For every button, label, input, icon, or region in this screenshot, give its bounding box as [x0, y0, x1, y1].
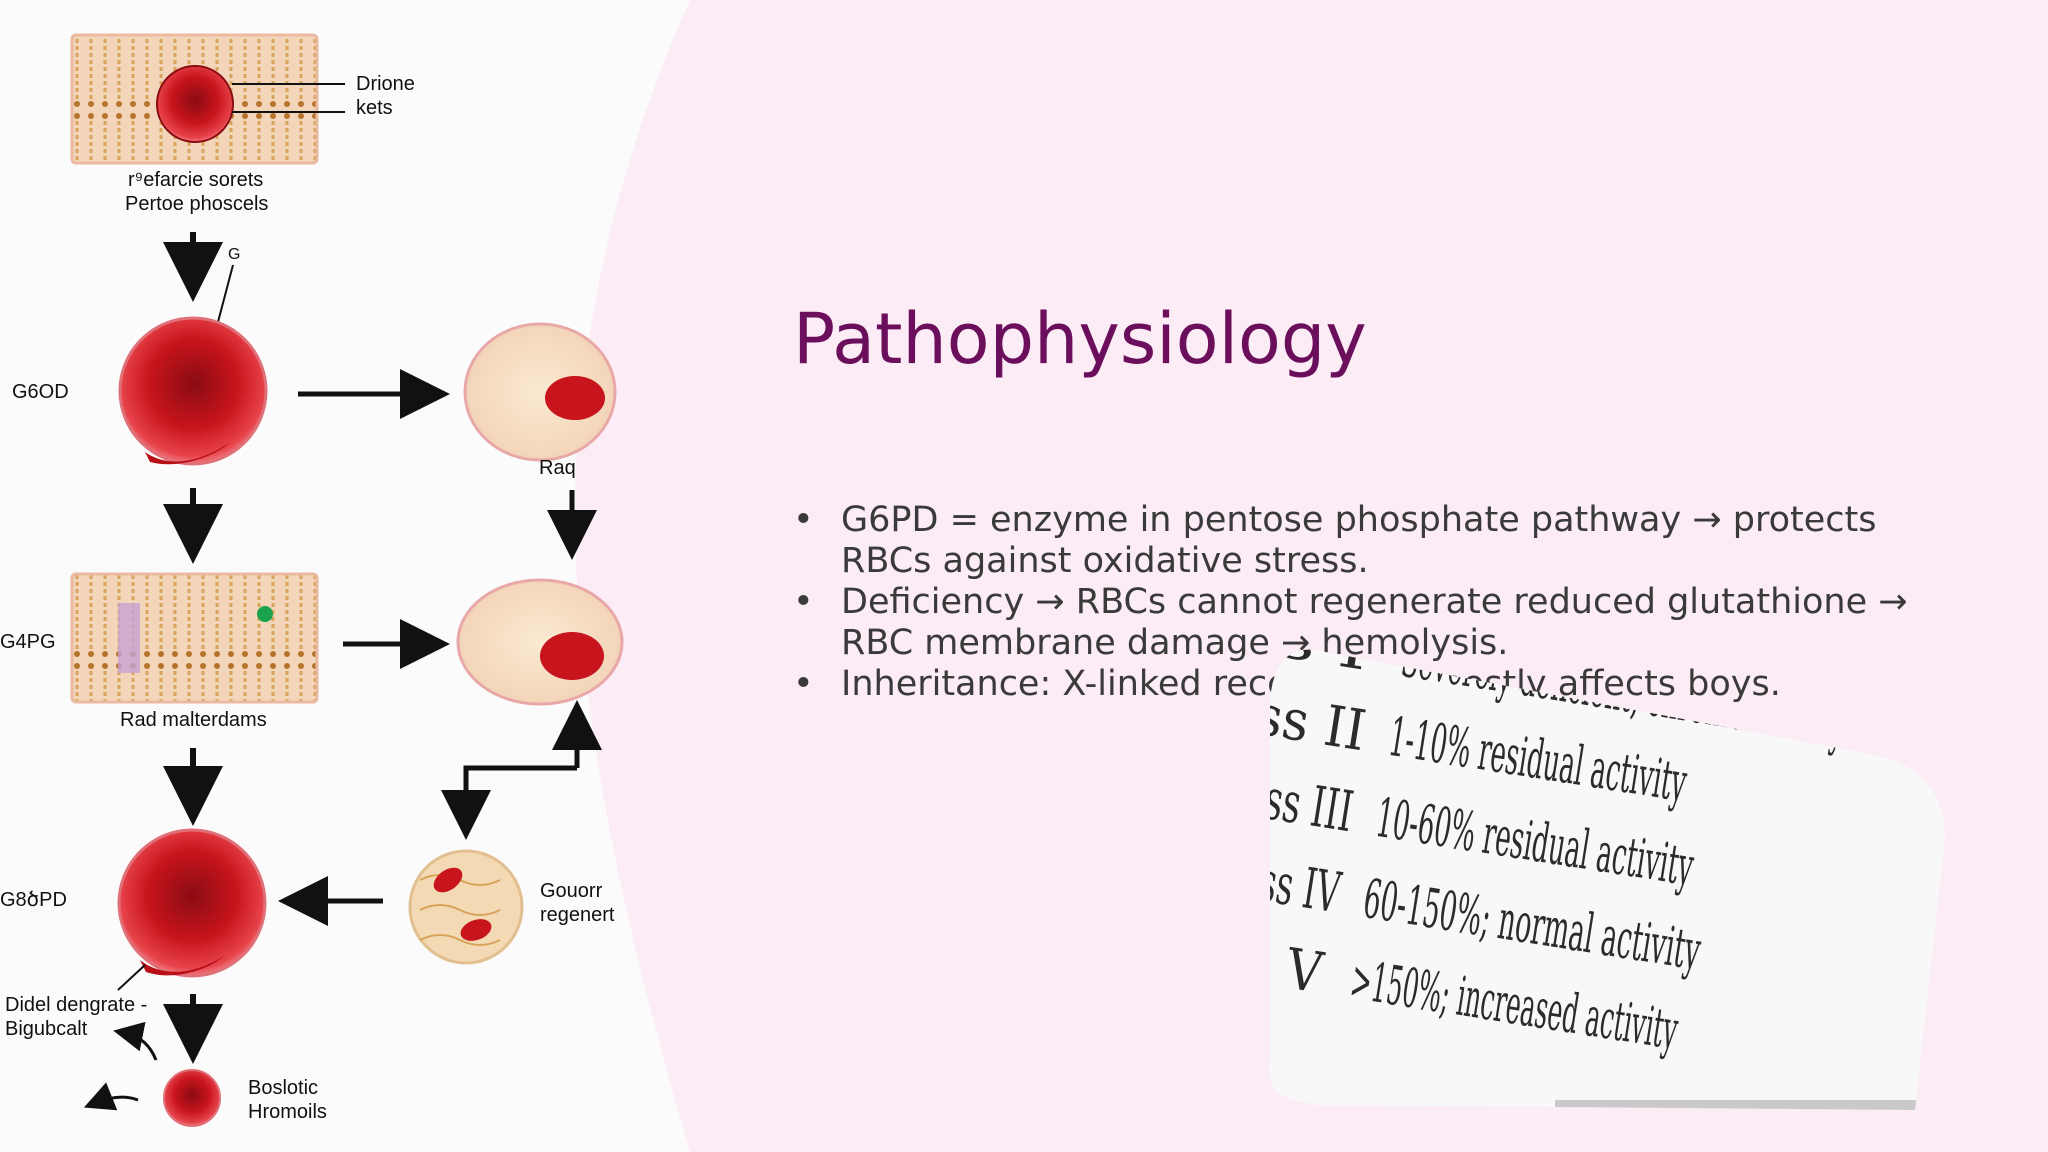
label-gouorr: Gouorr	[540, 880, 603, 902]
rbc-bottom	[163, 1069, 221, 1127]
label-rad: Rad malterdams	[120, 709, 267, 731]
rbc-lower	[117, 828, 267, 978]
bullet-text: Deficiency → RBCs cannot regenerate redu…	[841, 582, 1908, 663]
membrane-marker	[118, 603, 140, 673]
label-drione: Drione	[356, 73, 415, 95]
green-dot	[257, 606, 273, 622]
bullet-marker: •	[793, 500, 814, 540]
regen-rbc-1	[433, 867, 463, 893]
label-caption1-line2: Pertoe phoscels	[125, 193, 269, 215]
label-boslotic: Boslotic	[248, 1077, 319, 1099]
curved-arrow-2	[83, 1082, 139, 1111]
regen-rbc-2	[460, 919, 492, 941]
elbow-arrow-down	[441, 765, 577, 840]
label-didel: Didel dengrate -	[5, 994, 148, 1016]
label-g8pd: G8ծPD	[0, 889, 67, 911]
rbc-lower-fragment	[140, 955, 225, 976]
bullet-item: • G6PD = enzyme in pentose phosphate path…	[793, 500, 1973, 582]
label-raq: Raq	[539, 457, 576, 479]
rbc-top	[156, 65, 234, 143]
pointer-line-3	[217, 264, 234, 323]
photo-shadow-edge	[1555, 1100, 1946, 1110]
bullet-marker: •	[793, 664, 814, 704]
bullet-marker: •	[793, 582, 814, 622]
pointer-line-4	[117, 964, 146, 991]
cell-right-1	[463, 322, 617, 462]
label-small: G	[228, 246, 241, 263]
curved-arrow-1	[113, 1021, 158, 1061]
rbc-fragment	[145, 442, 230, 465]
label-hromoils: Hromoils	[248, 1101, 327, 1123]
label-caption1-line1: r⁹efarcie sorets	[128, 169, 264, 191]
rbc-middle	[118, 316, 268, 466]
label-kets: kets	[356, 97, 393, 119]
slide-title: Pathophysiology	[793, 298, 1367, 380]
cell-right-2-nucleus	[540, 632, 604, 680]
bullet-item: • Deficiency → RBCs cannot regenerate re…	[793, 582, 1973, 664]
row-class: ss II	[1255, 683, 1370, 764]
label-g4pg: G4PG	[0, 631, 56, 653]
label-bigubcalt: Bigubcalt	[5, 1018, 88, 1040]
bullet-text: G6PD = enzyme in pentose phosphate pathw…	[841, 500, 1877, 581]
cell-right-1-nucleus	[545, 376, 605, 420]
label-regenert: regenert	[540, 904, 615, 926]
bullet-list: • G6PD = enzyme in pentose phosphate path…	[793, 500, 1973, 705]
regen-line-3	[419, 934, 501, 946]
class-table-photo: s I Severely deficient, chronic hemoly..…	[1255, 649, 1946, 1110]
regen-line-2	[419, 904, 501, 916]
label-g6od: G6OD	[12, 381, 69, 403]
membrane-block-middle	[70, 572, 319, 704]
